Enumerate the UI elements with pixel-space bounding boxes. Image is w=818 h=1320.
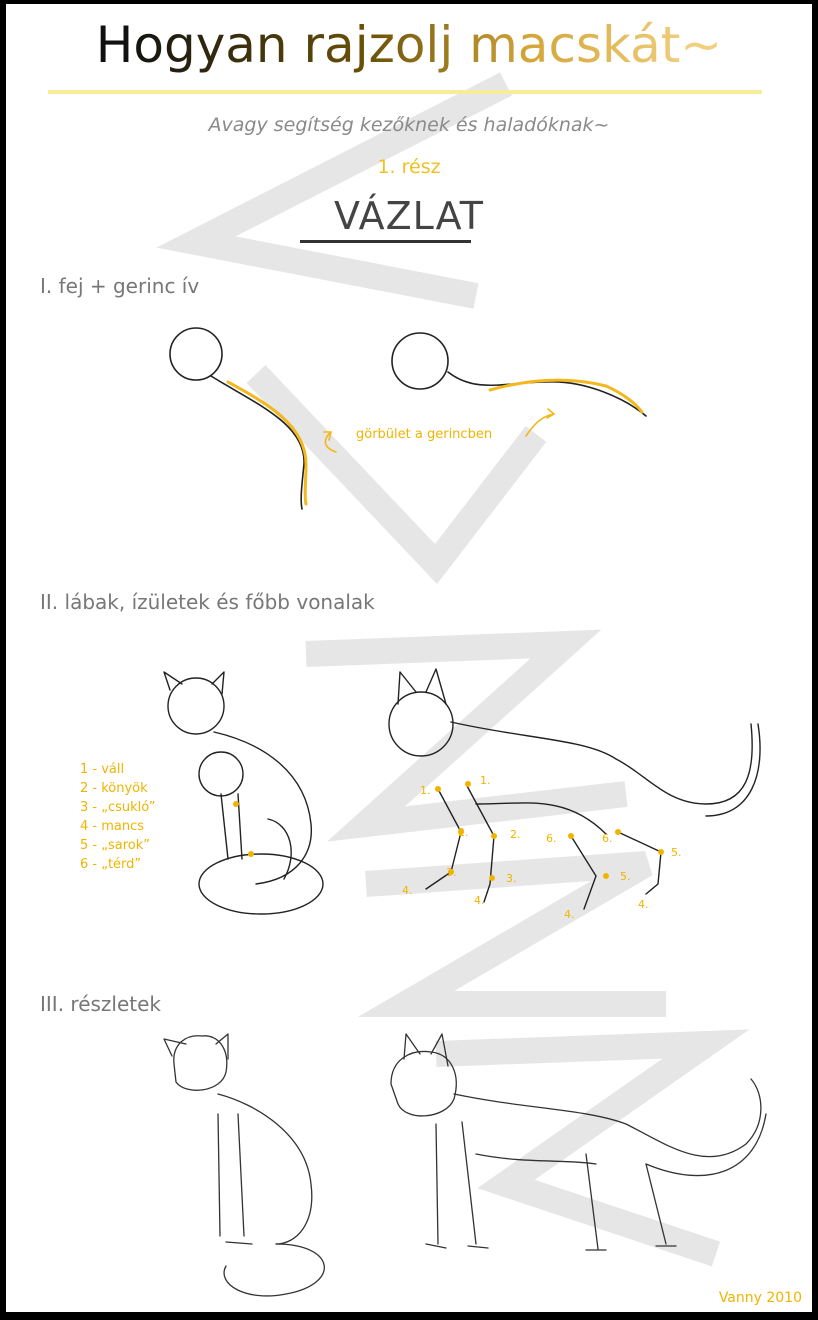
spine-line-left [210,375,305,510]
detail-standing-front-legs [425,1121,489,1249]
head-circle-left [169,327,223,381]
sitting-head [167,677,225,735]
joint-label: 6. [546,832,557,845]
standing-hind-legs [570,831,662,910]
title-underline [48,90,762,94]
joint-dot [491,833,497,839]
detail-standing-back [453,1078,762,1158]
legend-item: 4 - mancs [80,819,145,834]
joint-label: 3. [506,872,517,885]
joint-dot [489,875,495,881]
joint-dot [448,869,454,875]
legs-joints-sketch: 1. 1. 2. 2. 3. 3. 4. 4. 5. 6. 6. 4. 5. 4… [163,668,761,921]
standing-front-legs [425,783,495,903]
joint-dot [458,829,464,835]
detail-sitting-tail [223,1243,325,1297]
legend-item: 2 - könyök [80,781,148,796]
detail-standing-head [390,1050,457,1117]
head-circle-right [391,332,449,390]
joint-dot [615,829,621,835]
joint-label: 5. [671,846,682,859]
joint-dot [568,833,574,839]
section-heading: VÁZLAT [334,194,484,238]
watermark-letter-a [246,365,547,584]
sitting-ears [163,671,225,695]
watermark-letter-v [156,72,512,309]
joint-label: 5. [620,870,631,883]
joint-dot [248,851,254,857]
detail-standing-tail [645,1113,767,1177]
joint-dot [603,873,609,879]
part-label: 1. rész [377,156,441,178]
spine-curve-right [488,378,644,414]
legend-item: 3 - „csukló” [80,800,156,815]
joint-label: 4. [638,898,649,911]
joint-legend: 1 - váll 2 - könyök 3 - „csukló” 4 - man… [80,760,156,874]
heading-underline [300,240,471,243]
joint-label: 1. [420,784,431,797]
joint-label: 2. [458,826,469,839]
legend-item: 6 - „térd” [80,857,142,872]
standing-tail [705,723,761,817]
joint-label: 3. [446,866,457,879]
watermark-letter-n2 [357,851,666,1017]
watermark-letter-y [435,1029,750,1267]
standing-back [450,721,753,805]
watermark [156,72,750,1267]
curve-arrow-right [525,408,556,437]
tutorial-sheet: Hogyan rajzolj macskát~ Avagy segítség k… [6,4,812,1312]
page-title: Hogyan rajzolj macskát~ [6,18,812,73]
standing-head [388,691,454,757]
detail-sitting-head [173,1035,228,1091]
head-spine-sketch [169,327,647,510]
detail-sitting-body [217,1093,313,1245]
spine-annotation: görbület a gerincben [356,427,493,442]
detail-sitting-ears [163,1033,229,1060]
sitting-tail-base [198,853,324,915]
joint-label: 1. [480,774,491,787]
joint-label: 6. [602,832,613,845]
detail-standing-ears [403,1033,449,1067]
joint-label: 4. [564,908,575,921]
spine-curve-left [226,380,308,506]
section-1-title: I. fej + gerinc ív [40,274,200,298]
details-sketch [163,1033,767,1297]
joint-label: 4. [402,884,413,897]
joint-dot [435,786,441,792]
subtitle: Avagy segítség kezőknek és haladóknak~ [208,114,610,136]
detail-sitting-legs [217,1113,253,1245]
joint-label: 4. [474,894,485,907]
joint-dot [465,781,471,787]
standing-ears [397,668,447,705]
detail-standing-hind-legs [585,1153,677,1251]
joint-dot [233,801,239,807]
section-2-title: II. lábak, ízületek és főbb vonalak [40,590,375,614]
detail-standing-belly [475,1153,597,1165]
signature: Vanny 2010 [718,1290,802,1306]
section-3-title: III. részletek [40,992,162,1016]
joint-dot [658,849,664,855]
standing-belly [475,802,607,835]
legend-item: 5 - „sarok” [80,838,150,853]
joint-label: 2. [510,828,521,841]
sitting-back [213,731,312,885]
curve-arrow-left [323,431,337,453]
legend-item: 1 - váll [80,762,125,777]
watermark-letter-n1 [305,629,628,842]
